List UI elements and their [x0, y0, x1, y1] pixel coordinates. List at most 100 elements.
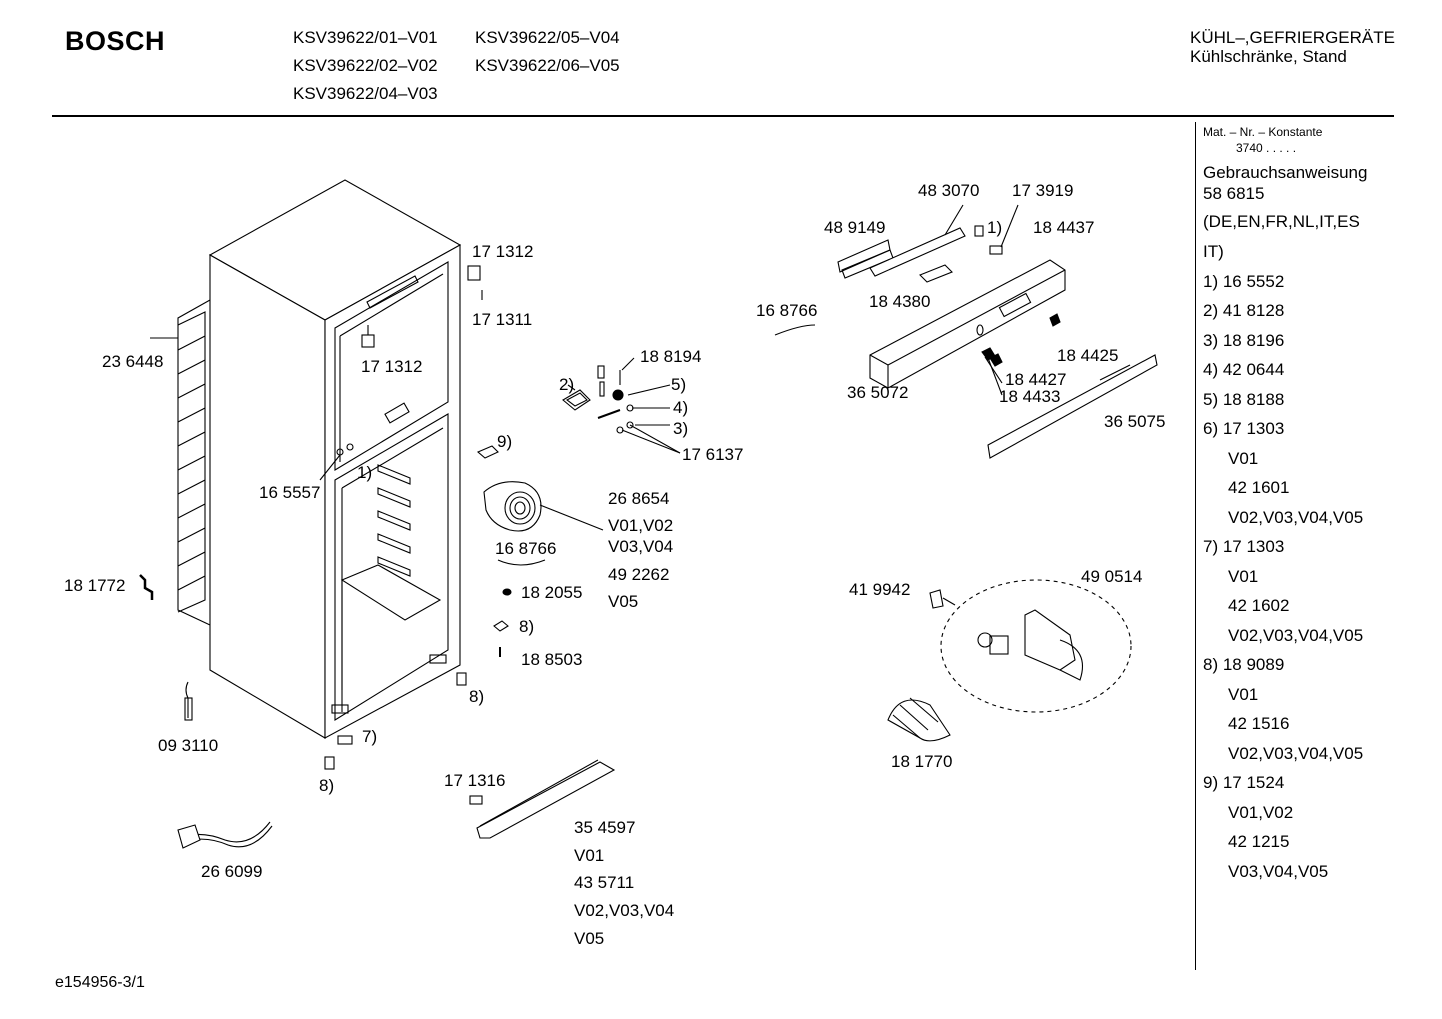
part-label: 17 3919: [1012, 181, 1073, 200]
parts-list-variant: V02,V03,V04,V05: [1228, 744, 1364, 763]
clip-part-icon: [476, 445, 499, 459]
control-panel-assembly-icon: [774, 204, 1158, 459]
callout-label: 3): [673, 419, 688, 438]
parts-list-item: 3) 18 8196: [1203, 331, 1285, 350]
category-line-2: Kühlschränke, Stand: [1190, 47, 1347, 66]
part-label: 17 1312: [472, 242, 533, 261]
foot-screw-icon: [324, 672, 467, 770]
parts-list-item: 8) 18 9089: [1203, 655, 1285, 674]
callout-label: 8): [519, 617, 534, 636]
callout-label: 2): [559, 375, 574, 394]
bracket-assembly-icon: [562, 365, 634, 434]
part-label: 23 6448: [102, 352, 163, 371]
refrigerator-cabinet: [150, 179, 462, 739]
parts-list-variant: V01: [1228, 567, 1259, 586]
leader-lines-middle: [567, 357, 681, 454]
mat-value: 3740 . . . . .: [1236, 141, 1297, 155]
part-label: 16 8766: [495, 539, 556, 558]
variant-label: V02,V03,V04: [574, 901, 674, 920]
parts-list-variant: V01: [1228, 449, 1259, 468]
part-label: 17 1312: [361, 357, 422, 376]
parts-list-item: 4) 42 0644: [1203, 360, 1285, 379]
part-label: 18 4427: [1005, 370, 1066, 389]
part-label: 18 8503: [521, 650, 582, 669]
model-number: KSV39622/01–V01: [293, 28, 438, 47]
part-label: 09 3110: [158, 736, 218, 755]
callout-label: 7): [362, 727, 377, 746]
part-label: 41 9942: [849, 580, 910, 599]
manual-number: 58 6815: [1203, 184, 1265, 203]
part-label: 43 5711: [574, 873, 634, 892]
part-label: 26 6099: [201, 862, 262, 881]
callout-label: 1): [987, 218, 1002, 237]
part-label: 18 4425: [1057, 346, 1118, 365]
parts-list-variant: 42 1601: [1228, 478, 1290, 497]
bracket-icon: [139, 574, 154, 600]
parts-list-variant: V01: [1228, 685, 1259, 704]
small-parts-icon: [493, 588, 512, 657]
parts-list-item: 5) 18 8188: [1203, 390, 1285, 409]
parts-list-variant: V02,V03,V04,V05: [1228, 508, 1364, 527]
parts-list-variant: 42 1602: [1228, 596, 1290, 615]
model-number: KSV39622/02–V02: [293, 56, 438, 75]
part-label: 18 1770: [891, 752, 952, 771]
part-label: 16 8766: [756, 301, 817, 320]
model-list-column-1: KSV39622/01–V01 KSV39622/02–V02 KSV39622…: [293, 28, 438, 104]
fan-cover-icon: [483, 481, 604, 532]
parts-list-item: 2) 41 8128: [1203, 301, 1285, 320]
sidebar-divider: [1195, 122, 1196, 970]
parts-list-variant: V01,V02: [1228, 803, 1294, 822]
part-label: 48 3070: [918, 181, 979, 200]
parts-list-item: 7) 17 1303: [1203, 537, 1285, 556]
thermostat-knob-icon: [319, 443, 354, 481]
callout-label: 4): [673, 398, 688, 417]
callout-label: 8): [319, 776, 334, 795]
parts-list-variant: 42 1215: [1228, 832, 1290, 851]
model-number: KSV39622/05–V04: [475, 28, 620, 47]
part-label: 35 4597: [574, 818, 635, 837]
callout-label: 9): [497, 432, 512, 451]
variant-label: V05: [574, 929, 604, 948]
part-label: 17 1311: [472, 310, 532, 329]
part-label: 18 4433: [999, 387, 1060, 406]
hinge-inner-icon: [361, 325, 375, 348]
part-label: 16 5557: [259, 483, 320, 502]
callout-label: 1): [357, 463, 372, 482]
parts-list-variant: V02,V03,V04,V05: [1228, 626, 1364, 645]
manual-languages-cont: IT): [1203, 242, 1224, 261]
part-labels: 17 1312 17 1311 17 1312 23 6448 16 5557 …: [64, 181, 1165, 948]
callout-label: 5): [671, 375, 686, 394]
part-label: 18 8194: [640, 347, 701, 366]
parts-list-item: 1) 16 5552: [1203, 272, 1285, 291]
part-label: 18 1772: [64, 576, 125, 595]
brand-logo: BOSCH: [65, 26, 166, 56]
variant-label: V03,V04: [608, 537, 673, 556]
callout-label: 8): [469, 687, 484, 706]
variant-label: V05: [608, 592, 638, 611]
part-label: 48 9149: [824, 218, 885, 237]
variant-label: V01: [574, 846, 604, 865]
part-label: 36 5072: [847, 383, 908, 402]
mat-label: Mat. – Nr. – Konstante: [1203, 125, 1323, 139]
part-label: 17 6137: [682, 445, 743, 464]
part-label: 49 0514: [1081, 567, 1142, 586]
part-label: 18 4380: [869, 292, 930, 311]
part-label: 18 2055: [521, 583, 582, 602]
category-title: KÜHL–,GEFRIERGERÄTE Kühlschränke, Stand: [1190, 28, 1395, 66]
part-label: 18 4437: [1033, 218, 1094, 237]
hinge-top-icon: [467, 265, 483, 300]
part-label: 17 1316: [444, 771, 505, 790]
model-list-column-2: KSV39622/05–V04 KSV39622/06–V05: [475, 28, 620, 76]
part-label: 49 2262: [608, 565, 669, 584]
parts-list-variant: 42 1516: [1228, 714, 1290, 733]
manual-title: Gebrauchsanweisung: [1203, 163, 1368, 182]
model-number: KSV39622/04–V03: [293, 84, 438, 103]
power-cord-icon: [177, 821, 273, 849]
cable-plug-icon: [184, 681, 193, 721]
parts-list-item: 9) 17 1524: [1203, 773, 1285, 792]
model-number: KSV39622/06–V05: [475, 56, 620, 75]
category-line-1: KÜHL–,GEFRIERGERÄTE: [1190, 28, 1395, 47]
parts-list-item: 6) 17 1303: [1203, 419, 1285, 438]
part-label: 36 5075: [1104, 412, 1165, 431]
